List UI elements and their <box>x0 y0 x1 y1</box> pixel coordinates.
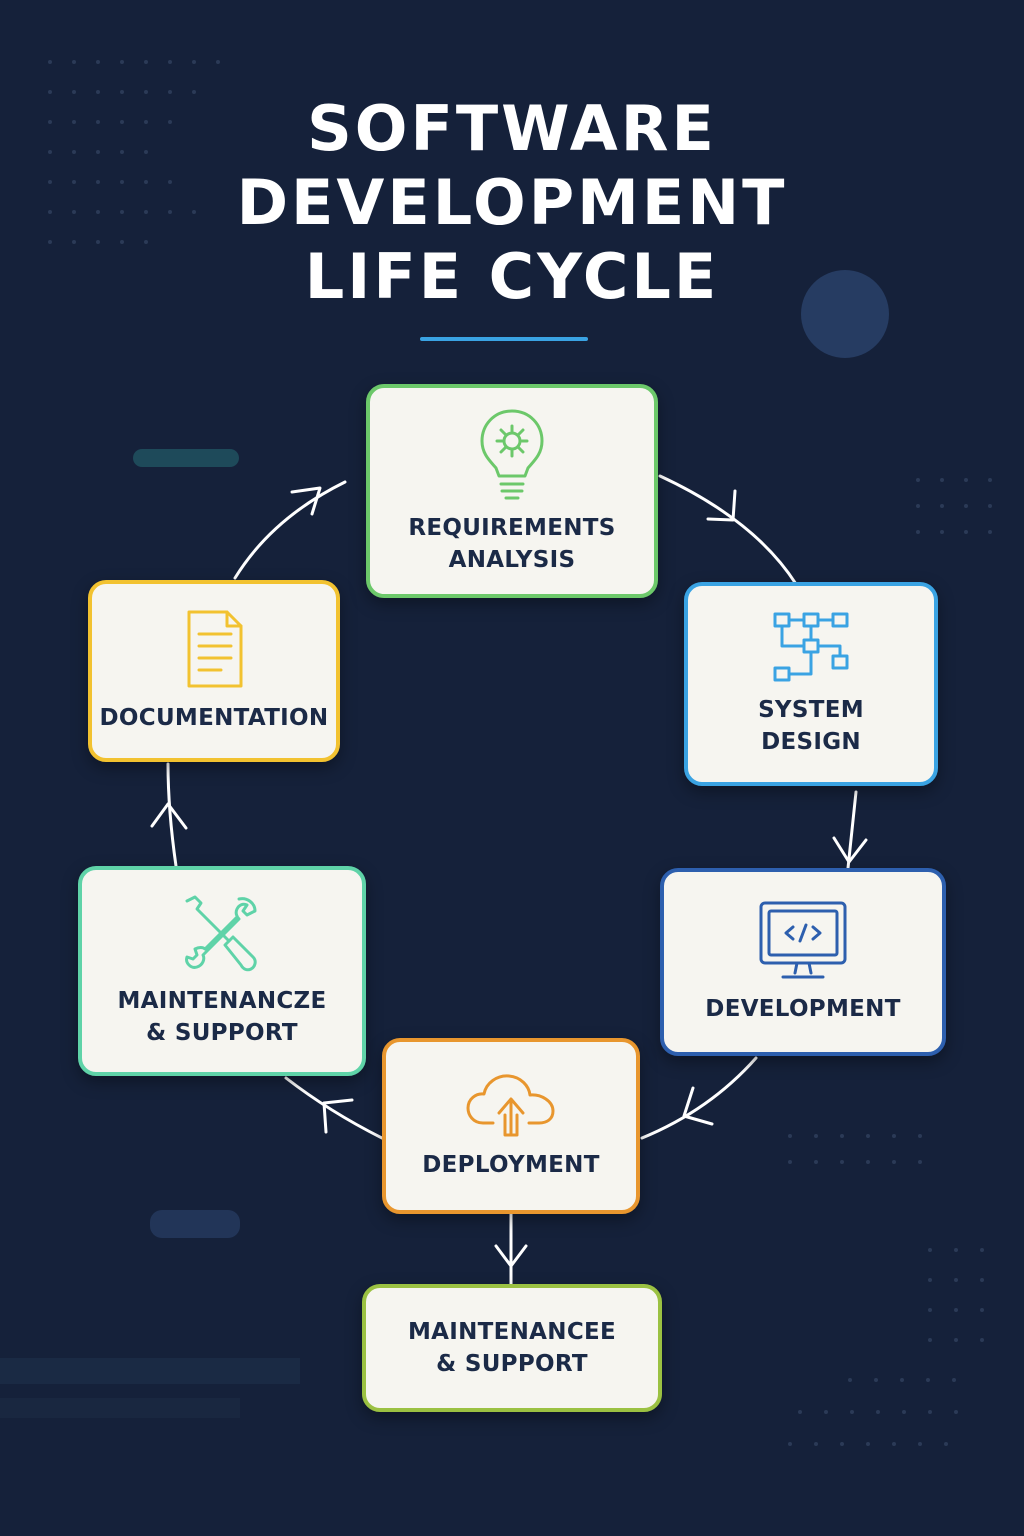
title-line-2: DEVELOPMENT <box>236 166 788 239</box>
stage-development-line-1: DEVELOPMENT <box>705 996 901 1022</box>
stage-maintenance-bottom-label: MAINTENANCEE & SUPPORT <box>408 1316 616 1380</box>
stage-deployment-label: DEPLOYMENT <box>422 1149 599 1181</box>
stage-maintenance-left-line-2: & SUPPORT <box>146 1020 298 1046</box>
page-title: SOFTWARE DEVELOPMENT LIFE CYCLE <box>112 92 912 314</box>
wrench-screwdriver-icon <box>185 895 257 972</box>
arrowhead-documentation-to-requirements <box>290 486 322 516</box>
stage-deployment: DEPLOYMENT <box>382 1038 640 1214</box>
decor-pill-teal <box>133 449 239 467</box>
stage-system-design: SYSTEM DESIGN <box>684 582 938 786</box>
stage-development: DEVELOPMENT <box>660 868 946 1056</box>
decor-band-1 <box>0 1358 300 1384</box>
connector-maintenance-to-documentation <box>166 762 178 868</box>
cloud-upload-icon <box>466 1074 555 1137</box>
stage-maintenance-left: MAINTENANCZE & SUPPORT <box>78 866 366 1076</box>
stage-documentation: DOCUMENTATION <box>88 580 340 762</box>
stage-documentation-label: DOCUMENTATION <box>100 702 329 734</box>
arrowhead-maintenance-to-documentation <box>150 802 188 830</box>
arrowhead-deployment-to-maintenance <box>322 1098 354 1134</box>
decor-circle <box>801 270 889 358</box>
stage-requirements-label: REQUIREMENTS ANALYSIS <box>408 512 615 576</box>
stage-requirements-line-2: ANALYSIS <box>448 547 576 573</box>
dot-grid-bottom-right <box>788 1134 984 1446</box>
arrowhead-requirements-to-design <box>706 489 737 522</box>
stage-documentation-line-1: DOCUMENTATION <box>99 705 329 731</box>
stage-maintenance-bottom: MAINTENANCEE & SUPPORT <box>362 1284 662 1412</box>
arrowhead-development-to-deployment <box>682 1086 714 1126</box>
stage-maintenance-left-label: MAINTENANCZE & SUPPORT <box>117 985 326 1049</box>
stage-maintenance-bottom-line-2: & SUPPORT <box>436 1351 588 1377</box>
connector-design-to-development <box>846 790 858 870</box>
code-monitor-icon <box>759 901 847 979</box>
dot-grid-right <box>916 478 992 534</box>
stage-system-design-line-2: DESIGN <box>761 729 861 755</box>
stage-requirements-analysis: REQUIREMENTS ANALYSIS <box>366 384 658 598</box>
connector-development-to-deployment <box>640 1056 758 1140</box>
connector-requirements-to-design <box>658 474 798 586</box>
dot-grid-top-left <box>48 60 220 244</box>
document-icon <box>187 610 243 688</box>
lightbulb-gear-icon <box>480 409 544 500</box>
decor-pill-blue <box>150 1210 240 1238</box>
title-underline <box>420 337 588 341</box>
flowchart-icon <box>773 612 849 682</box>
stage-development-label: DEVELOPMENT <box>705 993 900 1025</box>
stage-maintenance-left-line-1: MAINTENANCZE <box>117 988 327 1014</box>
decor-band-2 <box>0 1398 240 1418</box>
stage-deployment-line-1: DEPLOYMENT <box>422 1152 600 1178</box>
stage-system-design-line-1: SYSTEM <box>758 697 864 723</box>
connector-deployment-to-maintenance <box>284 1076 384 1140</box>
stage-requirements-line-1: REQUIREMENTS <box>408 515 616 541</box>
title-line-1: SOFTWARE <box>307 92 717 165</box>
arrowhead-design-to-development <box>832 836 868 864</box>
stage-maintenance-bottom-line-1: MAINTENANCEE <box>407 1319 617 1345</box>
arrowhead-deployment-down <box>494 1244 528 1268</box>
title-line-3: LIFE CYCLE <box>304 240 720 313</box>
stage-system-design-label: SYSTEM DESIGN <box>758 694 864 758</box>
connector-documentation-to-requirements <box>233 480 347 580</box>
